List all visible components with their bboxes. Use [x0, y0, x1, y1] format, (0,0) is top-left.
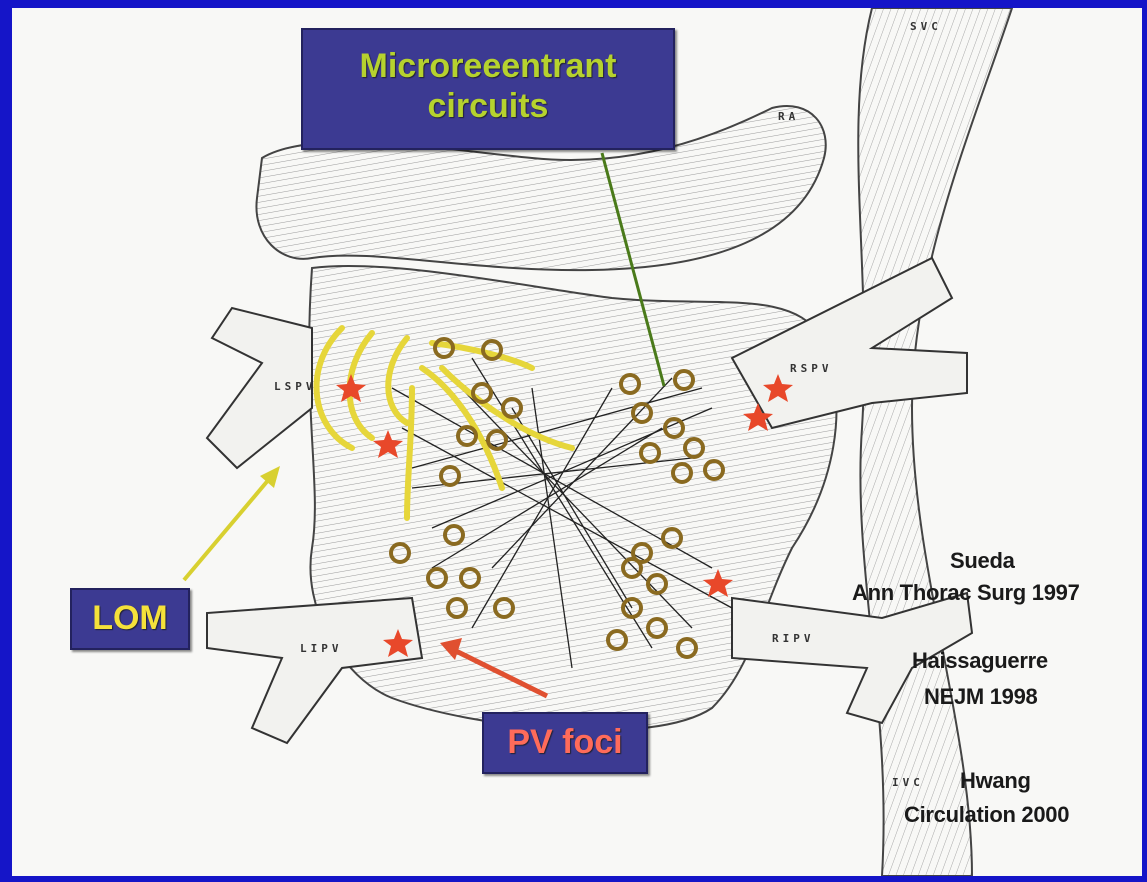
- svc-ra-band: [858, 8, 1012, 876]
- lom-label: LOM: [72, 590, 188, 646]
- citation-sueda-journal: Ann Thorac Surg 1997: [852, 580, 1080, 606]
- pv-foci-label-box: PV foci: [482, 712, 648, 774]
- citation-haissaguerre-author: Haissaguerre: [912, 648, 1048, 674]
- microreentrant-label-box: Microreeentrant circuits: [301, 28, 675, 150]
- diagram-canvas: Microreeentrant circuits LOM PV foci Sue…: [12, 8, 1142, 876]
- lom-arrow-shaft: [184, 478, 270, 580]
- svc-label: SVC: [910, 20, 942, 33]
- citation-hwang-journal: Circulation 2000: [904, 802, 1069, 828]
- citation-sueda-author: Sueda: [950, 548, 1015, 574]
- ripv-label: RIPV: [772, 632, 815, 645]
- microreentrant-label-line1: Microreeentrant: [303, 46, 673, 86]
- rspv-label: RSPV: [790, 362, 833, 375]
- citation-hwang-author: Hwang: [960, 768, 1031, 794]
- lspv-label: LSPV: [274, 380, 317, 393]
- ra-label: RA: [778, 110, 799, 123]
- lom-label-box: LOM: [70, 588, 190, 650]
- pv-foci-label: PV foci: [484, 714, 646, 770]
- citation-haissaguerre-journal: NEJM 1998: [924, 684, 1037, 710]
- microreentrant-label-line2: circuits: [303, 86, 673, 126]
- ivc-label: IVC: [892, 776, 924, 789]
- lipv-label: LIPV: [300, 642, 343, 655]
- rspv-vein: [732, 258, 967, 428]
